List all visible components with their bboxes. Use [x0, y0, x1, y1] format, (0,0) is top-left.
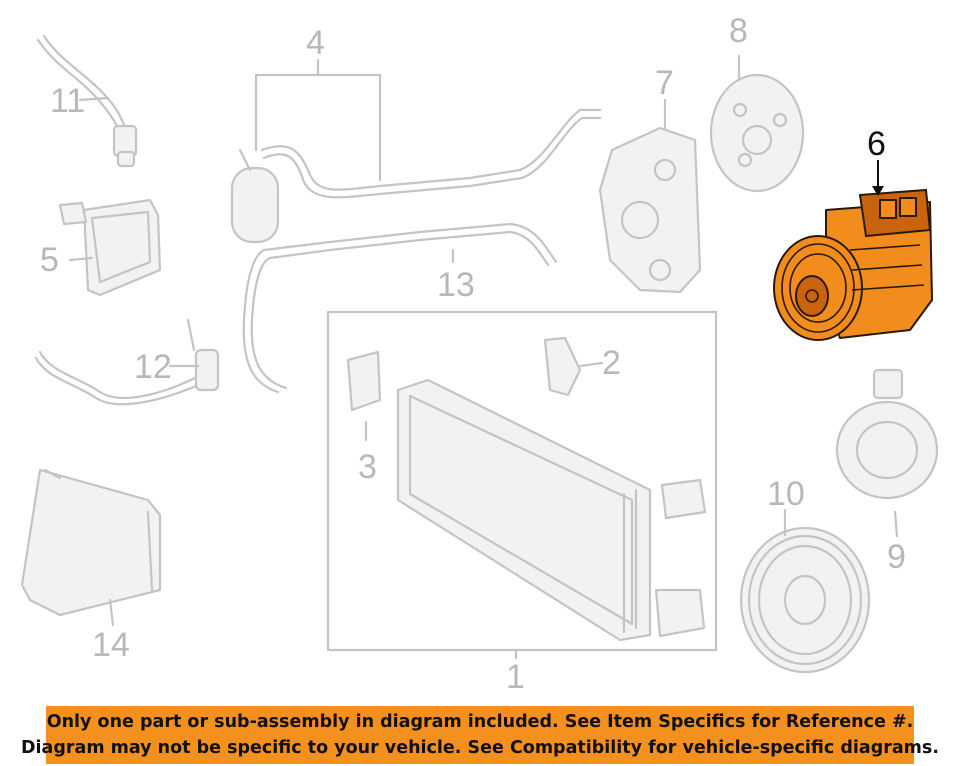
callout-14: 14 — [92, 626, 130, 664]
part-10-pulley — [739, 526, 871, 674]
callout-8: 8 — [729, 12, 748, 50]
callout-4: 4 — [306, 24, 325, 62]
callout-9: 9 — [887, 538, 906, 576]
callout-12: 12 — [134, 348, 172, 386]
part-7-bracket — [598, 126, 702, 294]
callout-13: 13 — [437, 266, 475, 304]
callout-7: 7 — [655, 64, 674, 102]
callout-5: 5 — [40, 241, 59, 279]
disclaimer-banner: Only one part or sub-assembly in diagram… — [21, 706, 939, 764]
callout-2: 2 — [602, 344, 621, 382]
part-5-bracket — [58, 198, 162, 297]
leader-lines — [68, 54, 899, 660]
callout-10: 10 — [767, 475, 805, 513]
callout-11: 11 — [50, 82, 86, 120]
callout-3: 3 — [358, 448, 377, 486]
parts-diagram — [20, 34, 939, 674]
part-6-compressor — [773, 188, 933, 341]
callout-6: 6 — [867, 125, 886, 163]
part-12-hose — [34, 318, 220, 406]
disclaimer-line-1: Only one part or sub-assembly in diagram… — [46, 712, 914, 732]
callout-1: 1 — [506, 658, 525, 696]
part-11-hose — [36, 34, 138, 168]
part-1-condenser — [326, 310, 718, 652]
part-14-evaporator — [20, 468, 162, 617]
part-9-clutch — [835, 368, 939, 500]
disclaimer-line-2: Diagram may not be specific to your vehi… — [21, 738, 939, 758]
part-4-accumulator — [230, 58, 602, 244]
part-8-plate — [709, 73, 805, 193]
part-13-line — [242, 222, 558, 394]
